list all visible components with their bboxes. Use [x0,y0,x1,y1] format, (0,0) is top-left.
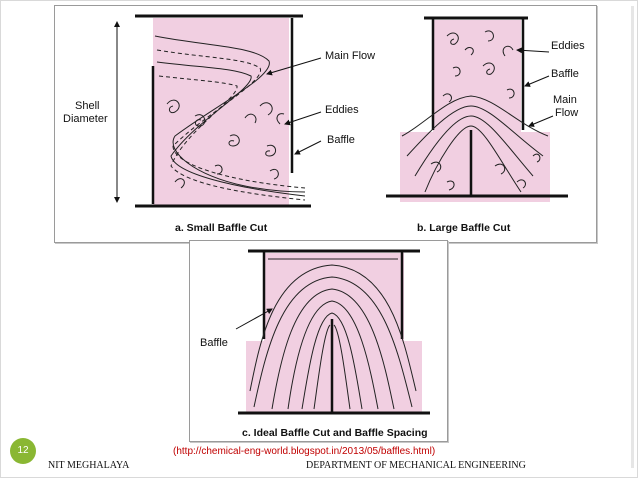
main-flow-streamlines-a [154,35,306,201]
diagram-panel-top: Shell Diameter Main Flow Eddies Baffle E… [54,5,597,243]
diagram-b-large-baffle-cut [386,16,568,202]
label-diameter: Diameter [63,113,108,125]
leader-baffle-b [524,75,550,87]
leader-baffle-c [235,308,273,330]
label-baffle-b: Baffle [551,68,579,80]
baffle-diagram-c [235,249,430,415]
diagram-a-small-baffle-cut [114,14,322,208]
flow-streamlines-c [249,258,417,410]
label-shell: Shell [75,100,100,112]
caption-c: c. Ideal Baffle Cut and Baffle Spacing [242,427,428,439]
diagram-panel-bottom: Baffle c. Ideal Baffle Cut and Baffle Sp… [189,240,448,442]
baffle-diagrams-ab [114,14,568,208]
label-flow-b: Flow [555,107,579,119]
fluid-lower-c [246,341,422,413]
label-main-flow-a: Main Flow [325,50,376,62]
label-main-b: Main [553,94,577,106]
fluid-lower-b [400,132,550,202]
footer-left: NIT MEGHALAYA [48,460,130,471]
caption-a: a. Small Baffle Cut [175,222,268,234]
eddies-b [430,30,541,191]
leader-eddies-a [284,111,322,126]
leader-main-flow-a [266,57,322,76]
main-flow-streamlines-b [401,95,549,193]
label-eddies-b: Eddies [551,40,585,52]
leader-eddies-b [516,47,550,54]
footer-right: DEPARTMENT OF MECHANICAL ENGINEERING [306,460,526,471]
leader-baffle-a [294,140,322,155]
label-baffle-c: Baffle [200,337,228,349]
slide-number-badge: 12 [10,438,36,464]
source-citation: (http://chemical-eng-world.blogspot.in/2… [173,446,436,457]
label-eddies-a: Eddies [325,104,359,116]
caption-b: b. Large Baffle Cut [417,222,511,234]
diagram-c-ideal-baffle-cut [235,249,430,415]
leader-main-flow-b [528,115,554,127]
right-edge-rule [631,6,634,468]
eddies-a [166,99,285,189]
label-baffle-a: Baffle [327,134,355,146]
